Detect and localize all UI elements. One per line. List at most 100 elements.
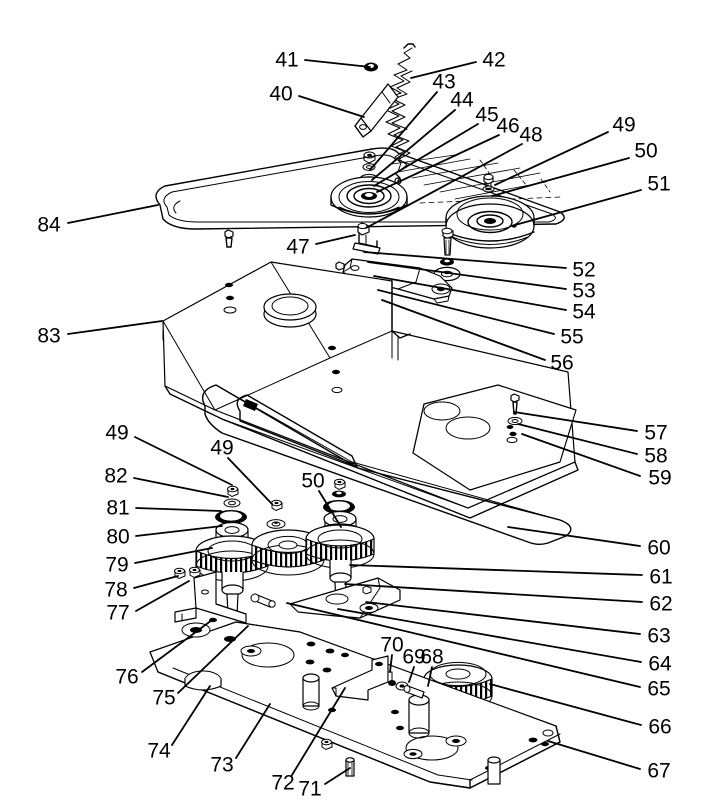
leader-line-45 <box>373 123 479 187</box>
callout-label-43: 43 <box>432 70 456 94</box>
callout-label-82: 82 <box>104 464 128 488</box>
leader-line-61 <box>349 564 643 576</box>
part-41-nut <box>364 62 378 72</box>
part-57-bolt <box>510 393 520 415</box>
leader-line-55 <box>377 289 555 335</box>
leader-line-78 <box>133 575 179 589</box>
leader-line-70 <box>389 654 393 673</box>
callout-label-70: 70 <box>380 633 404 657</box>
leader-line-80 <box>135 525 223 537</box>
leader-line-83 <box>67 320 163 335</box>
part-78-nuts <box>174 566 201 580</box>
callout-label-72: 72 <box>271 771 295 795</box>
callout-label-50: 50 <box>301 469 325 493</box>
callout-label-57: 57 <box>644 421 668 445</box>
leader-line-71 <box>324 767 351 785</box>
part-51-v-idler-pulley <box>445 195 535 249</box>
callout-label-58: 58 <box>644 444 668 468</box>
leader-line-40 <box>298 95 365 118</box>
callout-label-47: 47 <box>286 235 310 259</box>
part-79-toothed-pulley-left <box>195 535 269 618</box>
callout-label-74: 74 <box>147 739 171 763</box>
callout-label-67: 67 <box>647 759 671 783</box>
leader-line-67 <box>547 740 641 770</box>
part-49-50-bolt-washer-right <box>482 173 495 193</box>
leader-line-68 <box>427 666 433 687</box>
leader-line-52 <box>363 251 567 269</box>
callout-label-41: 41 <box>275 48 299 72</box>
part-53-lockwasher <box>440 258 454 266</box>
part-58-washer <box>507 416 523 426</box>
leader-line-58 <box>517 423 638 455</box>
callout-label-54: 54 <box>572 300 596 324</box>
leader-line-48 <box>365 143 523 229</box>
leader-line-73 <box>235 703 271 759</box>
leader-line-57 <box>513 411 638 432</box>
leader-line-79 <box>134 547 213 564</box>
callout-leader-lines <box>67 59 643 785</box>
callout-label-64: 64 <box>648 652 672 676</box>
part-49-washer-left <box>223 498 241 508</box>
callout-label-69: 69 <box>402 645 426 669</box>
leader-line-82 <box>133 477 229 498</box>
leader-line-74 <box>171 685 211 746</box>
part-69-washer <box>388 680 396 686</box>
leader-line-51 <box>514 189 642 226</box>
leader-line-75 <box>177 625 249 694</box>
callout-label-60: 60 <box>647 536 671 560</box>
deck-top-hidden-lines <box>391 154 561 204</box>
leader-line-49 <box>134 436 233 486</box>
callout-label-78: 78 <box>104 578 128 602</box>
leader-line-76 <box>141 619 213 673</box>
callout-label-65: 65 <box>647 677 671 701</box>
leader-line-41 <box>304 59 371 68</box>
part-49-nut-mid <box>266 499 286 529</box>
callout-label-62: 62 <box>649 592 673 616</box>
leader-line-54 <box>373 275 567 311</box>
part-71-bolt <box>345 757 355 777</box>
leader-line-47 <box>315 234 356 245</box>
leader-line-69 <box>408 666 415 683</box>
callout-label-59: 59 <box>648 466 672 490</box>
leader-line-65 <box>286 602 641 688</box>
leader-line-84 <box>67 204 159 224</box>
callout-label-42: 42 <box>482 48 506 72</box>
callout-label-66: 66 <box>648 715 672 739</box>
callout-label-79: 79 <box>105 553 129 577</box>
callout-label-75: 75 <box>152 686 176 710</box>
callout-label-46: 46 <box>496 114 520 138</box>
leader-line-53 <box>367 261 567 290</box>
leader-line-49 <box>227 457 273 505</box>
callout-label-49: 49 <box>612 113 636 137</box>
leader-line-59 <box>521 433 641 477</box>
callout-label-48: 48 <box>519 123 543 147</box>
leader-line-46 <box>376 134 500 193</box>
leader-line-42 <box>410 61 477 79</box>
part-48-carriage-bolt <box>352 222 381 255</box>
leader-line-43 <box>369 91 438 171</box>
callout-label-49: 49 <box>105 421 129 445</box>
leader-line-64 <box>337 608 642 663</box>
callout-label-53: 53 <box>572 279 596 303</box>
callout-label-73: 73 <box>210 753 234 777</box>
callout-label-84: 84 <box>37 213 61 237</box>
leader-line-60 <box>507 526 641 547</box>
callout-label-71: 71 <box>298 777 322 801</box>
callout-label-80: 80 <box>106 525 130 549</box>
leader-line-72 <box>291 687 346 776</box>
leader-line-66 <box>489 683 642 726</box>
part-40-rod-bracket <box>354 83 399 138</box>
leader-line-44 <box>371 109 456 181</box>
part-63-mounting-plate <box>289 577 401 619</box>
callout-label-51: 51 <box>647 172 671 196</box>
leader-line-50 <box>491 157 630 197</box>
callout-label-76: 76 <box>115 665 139 689</box>
part-52-hex-bolt <box>441 227 454 256</box>
part-64-stud <box>250 593 276 608</box>
callout-label-40: 40 <box>269 82 293 106</box>
part-55-idler-arm <box>342 258 453 304</box>
leader-line-49 <box>494 131 609 186</box>
part-81-retaining-ring <box>215 510 247 524</box>
